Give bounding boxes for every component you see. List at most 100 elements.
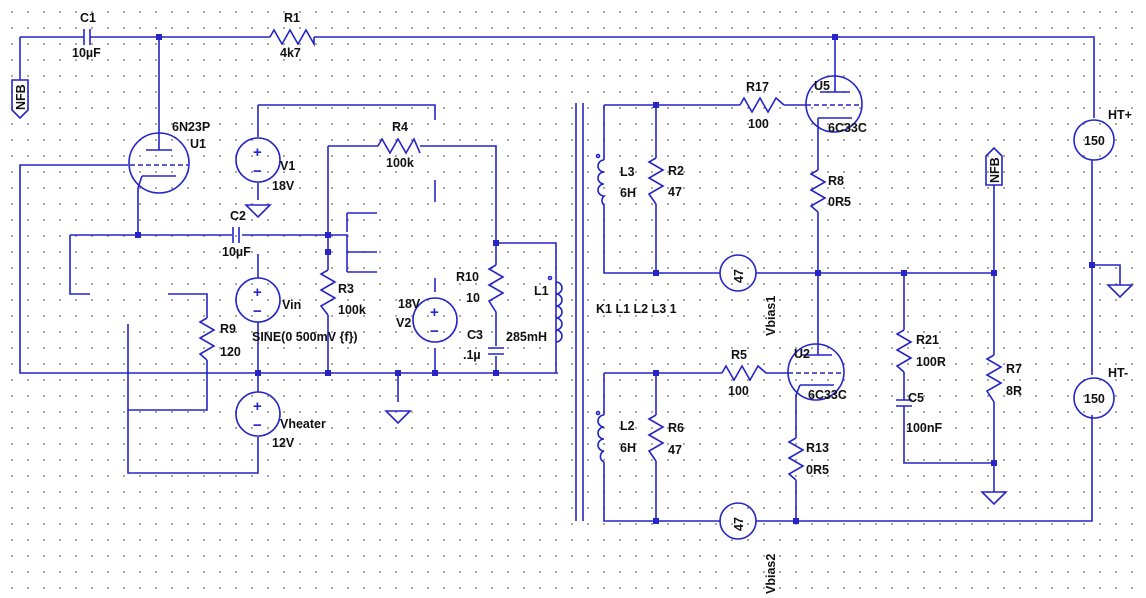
c5-value: 100nF xyxy=(906,421,942,435)
r2-ref: R2 xyxy=(668,164,684,178)
c3-value: .1µ xyxy=(463,348,481,362)
resistor-r9[interactable]: R9 120 xyxy=(198,317,241,361)
voltage-source-ht-plus[interactable]: 150 HT+ xyxy=(1073,108,1132,161)
r3-value: 100k xyxy=(338,303,366,317)
resistor-r4[interactable]: R4 100k xyxy=(377,120,421,170)
c5-ref: C5 xyxy=(908,391,924,405)
vin-plus: + xyxy=(253,284,262,301)
resistor-r6[interactable]: R6 47 xyxy=(647,414,684,462)
voltage-source-vbias1[interactable]: 47 Vbias1 xyxy=(719,254,778,336)
transformer-core xyxy=(575,103,584,521)
r13-value: 0R5 xyxy=(806,463,829,477)
htp-ref: HT+ xyxy=(1108,108,1132,122)
resistor-r5[interactable]: R5 100 xyxy=(721,348,767,398)
resistor-r7[interactable]: R7 8R xyxy=(985,354,1022,403)
voltage-source-v2[interactable]: + − 18V V2 xyxy=(396,297,458,343)
c1-value: 10µF xyxy=(72,46,101,60)
resistor-r3[interactable]: R3 100k xyxy=(319,269,366,317)
voltage-source-vbias2[interactable]: 47 Vbias2 xyxy=(719,502,778,594)
u5-ref: U5 xyxy=(814,79,830,93)
l2-value: 6H xyxy=(620,441,636,455)
r17-ref: R17 xyxy=(746,80,769,94)
junctions xyxy=(135,34,1095,524)
v2-value: 18V xyxy=(398,297,421,311)
voltage-source-vheater[interactable]: + − Vheater 12V xyxy=(235,391,326,450)
u2-ref: U2 xyxy=(794,347,810,361)
r8-ref: R8 xyxy=(828,174,844,188)
nfb-output-label: NFB xyxy=(988,157,1002,183)
u1-model: 6N23P xyxy=(172,120,210,134)
l3-ref: L3 xyxy=(620,165,635,179)
l1-value: 285mH xyxy=(506,330,547,344)
r10-ref: R10 xyxy=(456,270,479,284)
c1-ref: C1 xyxy=(80,11,96,25)
inductor-l3[interactable]: L3 6H xyxy=(595,153,636,206)
vin-ref: Vin xyxy=(282,298,301,312)
voltage-source-ht-minus[interactable]: 150 HT- xyxy=(1073,366,1128,419)
capacitor-c2[interactable]: C2 10µF xyxy=(222,209,251,259)
capacitor-c5[interactable]: C5 100nF xyxy=(896,391,942,435)
resistor-r21[interactable]: R21 100R xyxy=(895,329,946,373)
r1-value: 4k7 xyxy=(280,46,301,60)
r5-ref: R5 xyxy=(731,348,747,362)
r10-value: 10 xyxy=(466,291,480,305)
voltage-source-vin[interactable]: + − Vin SINE(0 500mV {f}) xyxy=(235,277,358,344)
r4-ref: R4 xyxy=(392,120,408,134)
r6-ref: R6 xyxy=(668,421,684,435)
r3-ref: R3 xyxy=(338,282,354,296)
v2-minus: − xyxy=(430,323,439,340)
htp-value: 150 xyxy=(1084,134,1105,148)
l2-ref: L2 xyxy=(620,419,635,433)
vbias2-value: 47 xyxy=(732,517,746,531)
voltage-source-v1[interactable]: + − V1 18V xyxy=(235,137,295,193)
v1-ref: V1 xyxy=(280,159,295,173)
capacitor-c3[interactable]: C3 .1µ xyxy=(463,328,504,362)
triode-u5[interactable]: U5 6C33C xyxy=(805,75,867,135)
u5-model: 6C33C xyxy=(828,121,867,135)
r21-ref: R21 xyxy=(916,333,939,347)
vbias2-ref: Vbias2 xyxy=(764,554,778,594)
wires xyxy=(19,36,1121,522)
ground-r7 xyxy=(980,491,1008,506)
ground-v1 xyxy=(244,204,272,219)
resistor-r10[interactable]: R10 10 xyxy=(456,264,505,313)
r7-value: 8R xyxy=(1006,384,1022,398)
coupling-directive-k1: K1 L1 L2 L3 1 xyxy=(596,302,677,316)
resistor-r2[interactable]: R2 47 xyxy=(647,157,684,205)
c3-ref: C3 xyxy=(467,328,483,342)
r8-value: 0R5 xyxy=(828,195,851,209)
vheater-minus: − xyxy=(253,417,262,434)
v1-plus: + xyxy=(253,144,262,161)
u1-ref: U1 xyxy=(190,137,206,151)
r6-value: 47 xyxy=(668,443,682,457)
l1-ref: L1 xyxy=(534,284,549,298)
resistor-r8[interactable]: R8 0R5 xyxy=(809,169,851,213)
nfb-input-label: NFB xyxy=(14,84,28,110)
r17-value: 100 xyxy=(748,117,769,131)
inductor-l1[interactable]: L1 285mH xyxy=(506,275,563,345)
l3-value: 6H xyxy=(620,186,636,200)
vheater-plus: + xyxy=(253,398,262,415)
r9-value: 120 xyxy=(220,345,241,359)
triode-u2[interactable]: U2 6C33C xyxy=(787,343,847,402)
resistor-r17[interactable]: R17 100 xyxy=(739,80,785,131)
vheater-ref: Vheater xyxy=(280,417,326,431)
r13-ref: R13 xyxy=(806,441,829,455)
capacitor-c1[interactable]: C1 10µF xyxy=(72,11,101,60)
nfb-output-flag[interactable]: NFB xyxy=(985,146,1003,186)
r2-value: 47 xyxy=(668,185,682,199)
vin-minus: − xyxy=(253,303,262,320)
ground-right xyxy=(1106,284,1134,299)
r21-value: 100R xyxy=(916,355,946,369)
ground-main xyxy=(384,410,412,425)
resistor-r13[interactable]: R13 0R5 xyxy=(787,437,829,481)
r7-ref: R7 xyxy=(1006,362,1022,376)
triode-u1[interactable]: 6N23P U1 xyxy=(128,120,210,194)
resistor-r1[interactable]: R1 4k7 xyxy=(269,11,315,60)
r1-ref: R1 xyxy=(284,11,300,25)
nfb-input-flag[interactable]: NFB xyxy=(11,79,29,120)
vheater-value: 12V xyxy=(272,436,295,450)
htm-value: 150 xyxy=(1084,392,1105,406)
inductor-l2[interactable]: L2 6H xyxy=(595,410,636,463)
